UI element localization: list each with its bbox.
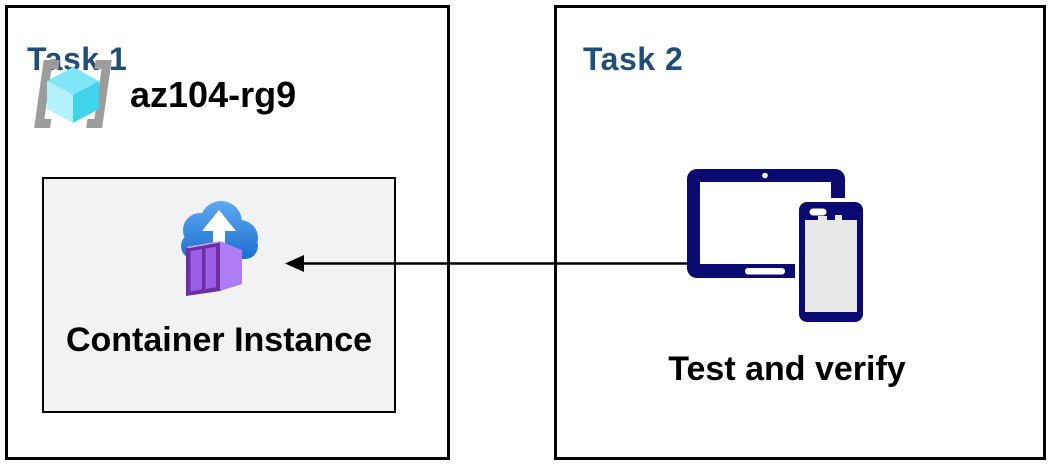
container-instance-label: Container Instance <box>65 321 373 359</box>
tablet-and-phone-icon <box>687 169 867 326</box>
test-and-verify-label: Test and verify <box>668 350 906 388</box>
container-instance-box: Container Instance <box>42 177 396 413</box>
resource-group-name: az104-rg9 <box>130 74 297 115</box>
resource-group: az104-rg9 <box>34 58 296 132</box>
task1-panel: Task 1 az104-rg9 <box>5 5 450 460</box>
task2-title: Task 2 <box>583 40 684 77</box>
task2-panel: Task 2 Test and verify <box>554 5 1046 460</box>
resource-group-icon <box>34 60 112 128</box>
container-instance-icon <box>181 201 258 296</box>
